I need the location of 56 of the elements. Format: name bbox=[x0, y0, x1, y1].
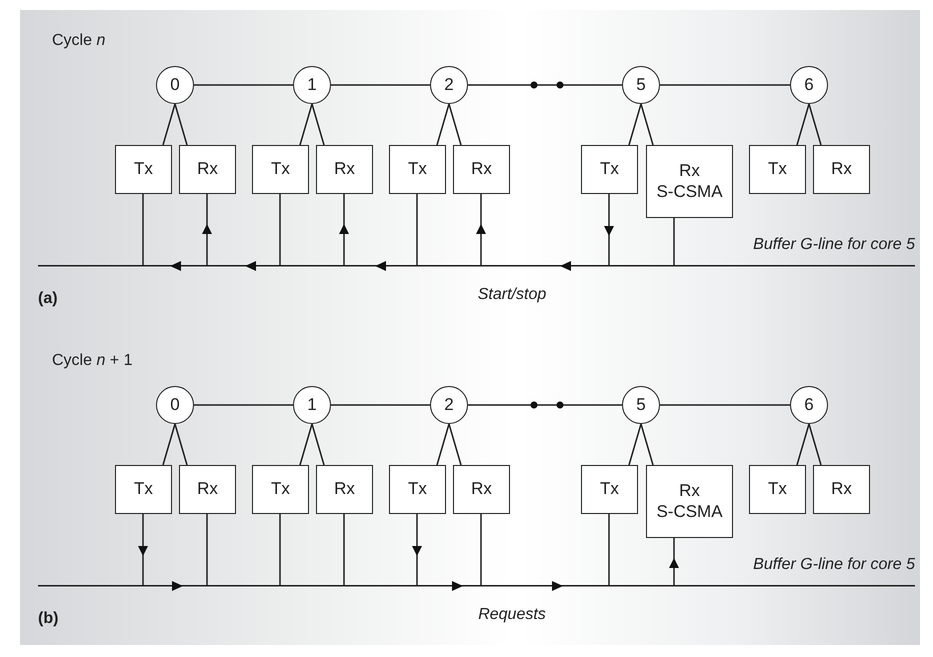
transceiver-block: Rx bbox=[316, 465, 373, 514]
transceiver-block: Tx bbox=[581, 145, 638, 194]
receiver-block: Rx S-CSMA bbox=[646, 145, 733, 218]
connector-line bbox=[174, 104, 188, 146]
connector-line bbox=[331, 404, 430, 406]
transceiver-block: Tx bbox=[389, 465, 446, 514]
connector-line bbox=[808, 104, 822, 146]
connector-line bbox=[448, 104, 462, 146]
connector-line bbox=[796, 424, 810, 466]
cycle-label: Cycle n bbox=[52, 32, 106, 50]
receiver-block: Rx S-CSMA bbox=[646, 465, 733, 538]
connector-line bbox=[660, 84, 790, 86]
transceiver-block: Rx bbox=[453, 145, 510, 194]
connector-line bbox=[448, 424, 462, 466]
connector-line bbox=[174, 424, 188, 466]
transceiver-block: Tx bbox=[115, 465, 172, 514]
transceiver-block: Tx bbox=[252, 465, 309, 514]
connector-line bbox=[162, 424, 176, 466]
transceiver-block: Tx bbox=[581, 465, 638, 514]
connector-line bbox=[640, 104, 654, 146]
connector-line bbox=[468, 404, 622, 406]
connector-line bbox=[808, 424, 822, 466]
line-label: Buffer G-line for core 5 bbox=[753, 556, 915, 574]
line-label: Buffer G-line for core 5 bbox=[753, 236, 915, 254]
connector-line bbox=[436, 104, 450, 146]
transceiver-block: Rx bbox=[813, 465, 870, 514]
connector-line bbox=[194, 404, 293, 406]
signal-label: Requests bbox=[478, 606, 546, 624]
connector-line bbox=[194, 84, 293, 86]
transceiver-block: Tx bbox=[115, 145, 172, 194]
connector-line bbox=[468, 84, 622, 86]
cycle-label: Cycle n + 1 bbox=[52, 352, 132, 370]
connector-line bbox=[628, 104, 642, 146]
connector-line bbox=[311, 424, 325, 466]
transceiver-block: Tx bbox=[749, 145, 806, 194]
transceiver-block: Rx bbox=[316, 145, 373, 194]
connector-line bbox=[311, 104, 325, 146]
connector-line bbox=[640, 424, 654, 466]
transceiver-block: Rx bbox=[453, 465, 510, 514]
panel-label: (b) bbox=[38, 610, 58, 628]
transceiver-block: Rx bbox=[179, 145, 236, 194]
connector-line bbox=[796, 104, 810, 146]
connector-line bbox=[660, 404, 790, 406]
panel-label: (a) bbox=[38, 290, 58, 308]
transceiver-block: Rx bbox=[813, 145, 870, 194]
connector-line bbox=[299, 424, 313, 466]
connector-line bbox=[299, 104, 313, 146]
transceiver-block: Tx bbox=[749, 465, 806, 514]
connector-line bbox=[162, 104, 176, 146]
transceiver-block: Tx bbox=[389, 145, 446, 194]
connector-line bbox=[628, 424, 642, 466]
transceiver-block: Rx bbox=[179, 465, 236, 514]
connector-line bbox=[331, 84, 430, 86]
signal-label: Start/stop bbox=[478, 286, 546, 304]
transceiver-block: Tx bbox=[252, 145, 309, 194]
connector-line bbox=[436, 424, 450, 466]
